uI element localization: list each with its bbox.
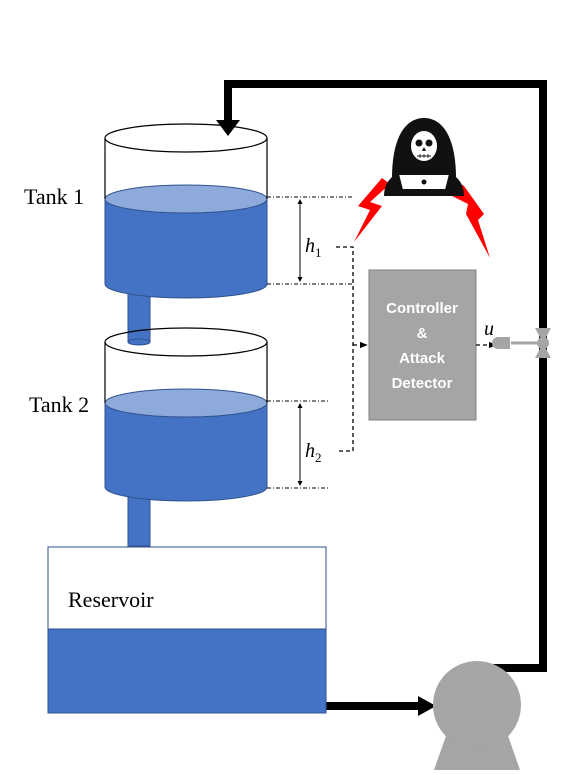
valve-icon <box>492 328 551 358</box>
level-indicator-h1 <box>267 196 352 285</box>
sensor-signal-lines <box>336 246 368 452</box>
svg-text:Detector: Detector <box>392 375 453 392</box>
controller-label: Controller & Attack Detector <box>386 300 458 392</box>
pump-icon <box>433 661 521 770</box>
reservoir <box>47 546 327 714</box>
reservoir-label: Reservoir <box>68 587 154 612</box>
hooded-hacker-with-laptop-icon <box>384 118 464 196</box>
h2-label: h2 <box>305 440 322 465</box>
level-indicator-h2 <box>267 400 330 489</box>
tank-1-label: Tank 1 <box>24 184 84 209</box>
svg-text:Controller: Controller <box>386 300 458 317</box>
u-label: u <box>484 318 494 340</box>
h1-label: h1 <box>305 235 322 260</box>
return-pipe <box>216 80 547 672</box>
inflow-arrowhead <box>216 120 240 136</box>
svg-text:Attack: Attack <box>399 350 446 367</box>
tank-1 <box>104 123 268 346</box>
tank-2 <box>104 327 268 547</box>
lightning-bolt-right-icon <box>452 182 490 258</box>
svg-text:&: & <box>417 325 428 342</box>
tank-2-label: Tank 2 <box>29 392 89 417</box>
lightning-bolt-left-icon <box>354 178 390 242</box>
controller-attack-detector <box>368 269 477 421</box>
reservoir-outlet-pipe <box>326 696 436 716</box>
